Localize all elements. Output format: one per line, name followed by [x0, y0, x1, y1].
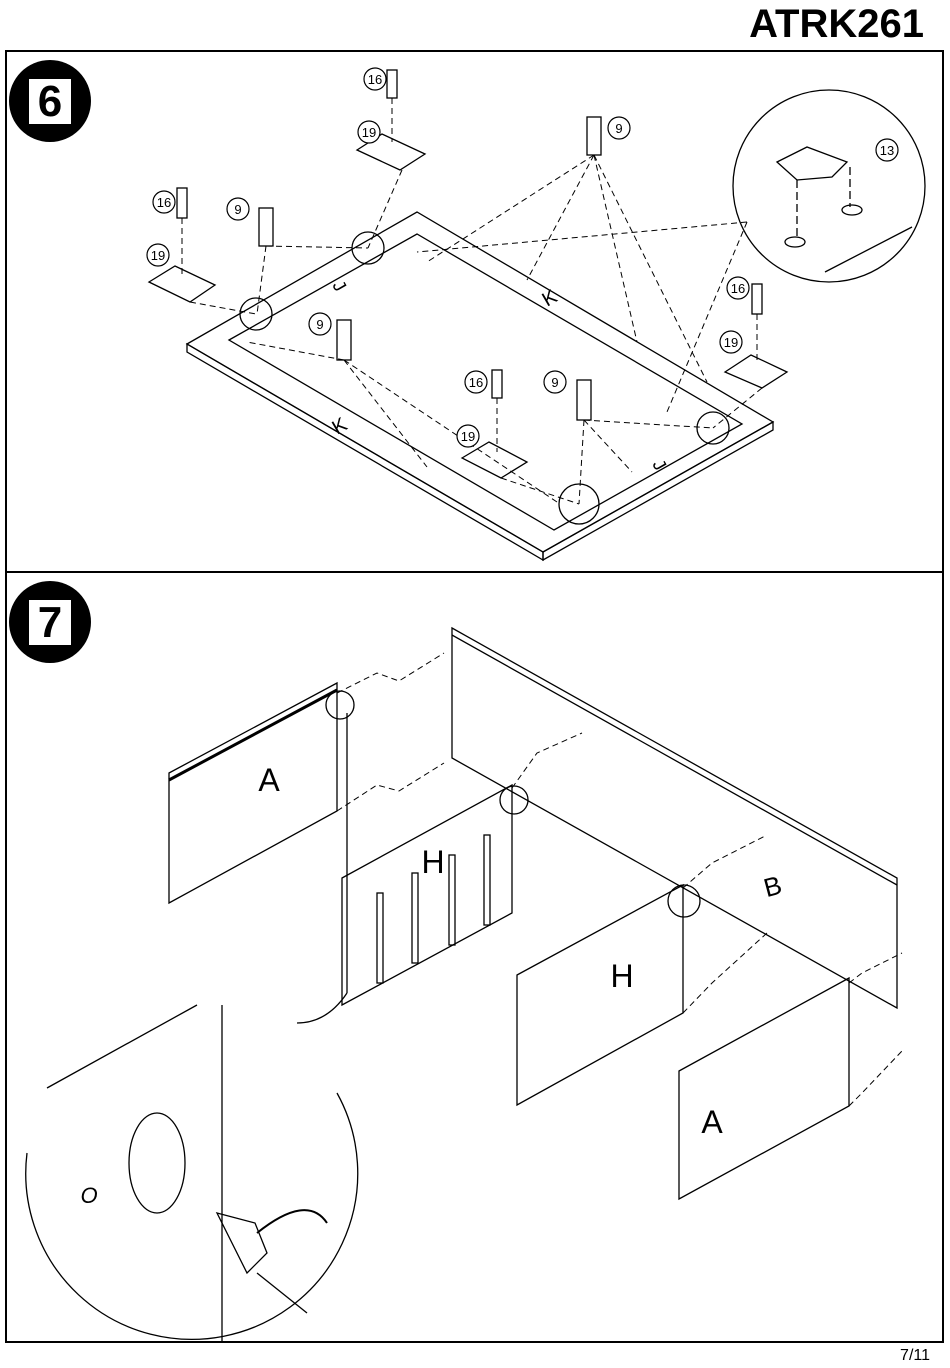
callout-19: 19: [461, 429, 475, 444]
back-panel-b: [452, 628, 897, 1008]
model-title: ATRK261: [749, 2, 924, 47]
screw-16: [177, 70, 762, 398]
callout-16: 16: [368, 72, 382, 87]
page-number: 7/11: [900, 1347, 930, 1365]
step-7-drawing: A H H A B O: [7, 573, 946, 1345]
panel-label-a-right: A: [701, 1104, 723, 1140]
svg-text:K: K: [329, 413, 352, 439]
callout-9: 9: [316, 317, 323, 332]
callout-19: 19: [151, 248, 165, 263]
callout-9: 9: [615, 121, 622, 136]
panel-label-b: B: [760, 870, 785, 903]
callout-9: 9: [234, 202, 241, 217]
panel-label-h-1: H: [421, 844, 444, 880]
callout-9: 9: [551, 375, 558, 390]
detail-circle-hinge: [733, 90, 925, 282]
step-6-drawing: K K J J: [7, 52, 946, 575]
end-panel-a-left: [169, 683, 337, 903]
svg-text:J: J: [329, 277, 351, 295]
callout-16: 16: [157, 195, 171, 210]
end-panel-a-right: [679, 978, 849, 1199]
callout-16: 16: [469, 375, 483, 390]
divider-panel-h-2: [517, 885, 683, 1105]
divider-panel-h-1: [342, 785, 512, 1005]
step-7-panel: 7: [5, 571, 944, 1343]
callout-13: 13: [880, 143, 894, 158]
callout-19: 19: [724, 335, 738, 350]
panel-label-h-2: H: [610, 958, 633, 994]
panel-label-a-left: A: [258, 762, 280, 798]
callout-16: 16: [731, 281, 745, 296]
callout-19: 19: [362, 125, 376, 140]
step-6-panel: 6 K K J J: [5, 50, 944, 573]
detail-mark-o: O: [80, 1183, 97, 1208]
